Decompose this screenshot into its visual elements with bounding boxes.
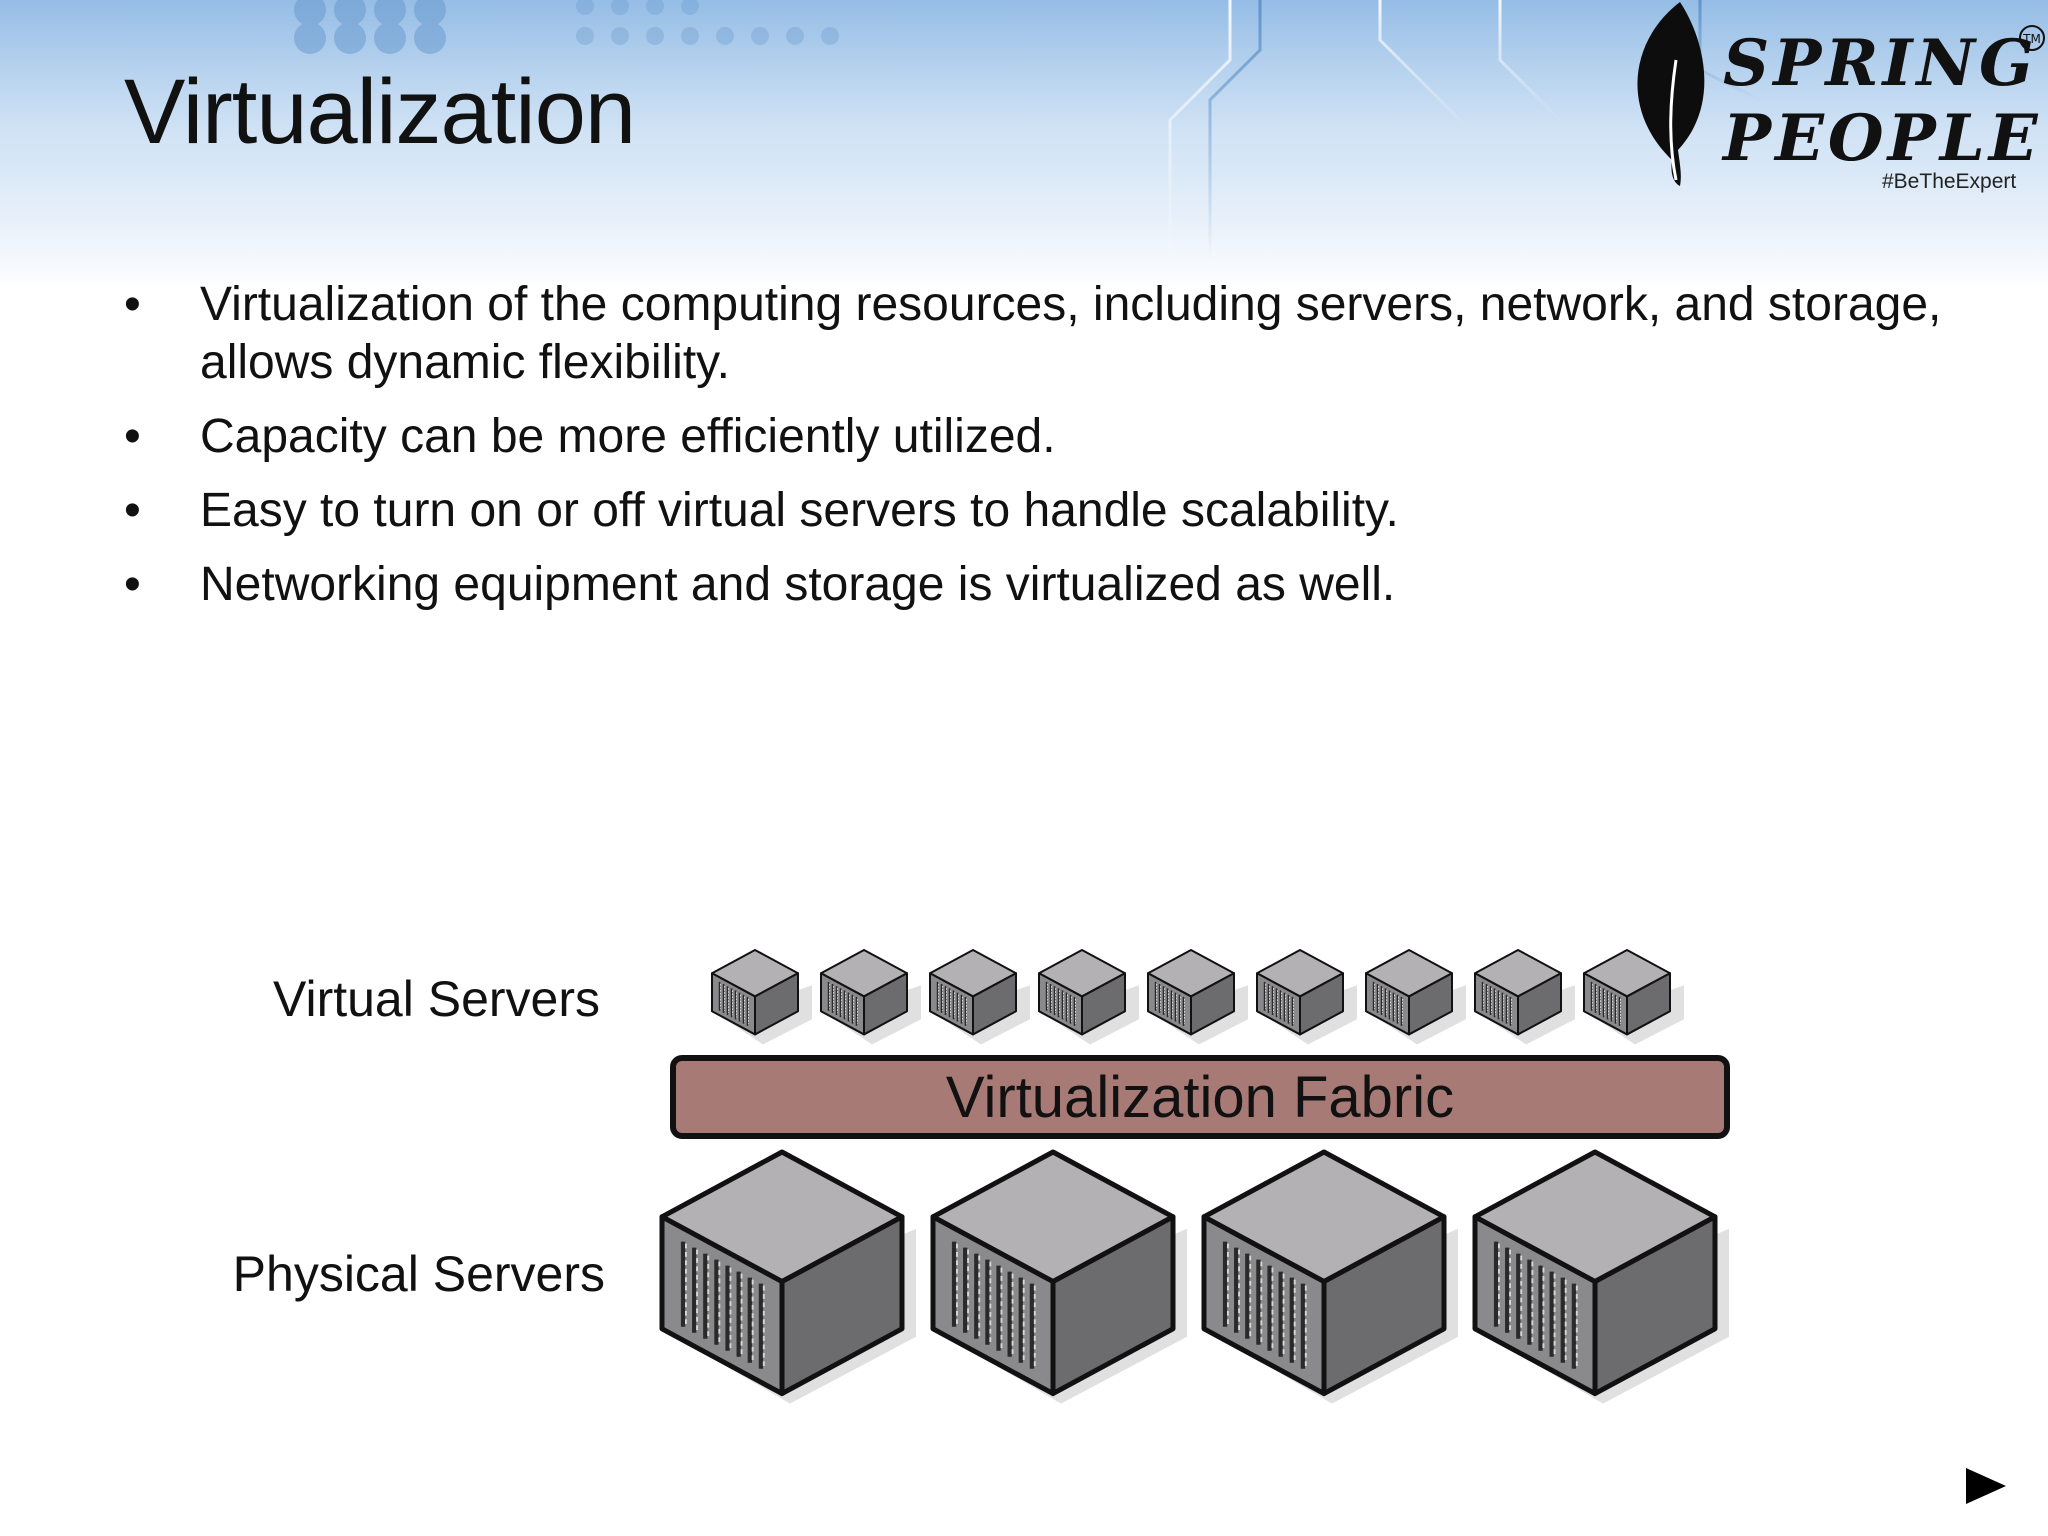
- bullet-dot: •: [124, 484, 141, 537]
- spring-people-logo: SPRING PEOPLE TM #BeTheExpert: [1610, 0, 2048, 200]
- physical-server-icon: [1472, 1149, 1729, 1404]
- bullet-item: • Capacity can be more efficiently utili…: [124, 408, 1944, 466]
- physical-servers-row: [659, 1149, 1729, 1404]
- bullet-text: Easy to turn on or off virtual servers t…: [200, 484, 1399, 537]
- bullet-text: Capacity can be more efficiently utilize…: [200, 410, 1056, 463]
- bullet-dot: •: [124, 410, 141, 463]
- bullet-text: Networking equipment and storage is virt…: [200, 558, 1396, 611]
- svg-text:SPRING: SPRING: [1723, 26, 2038, 101]
- virtualization-fabric-bar: Virtualization Fabric: [670, 1055, 1730, 1139]
- svg-text:TM: TM: [2022, 32, 2041, 46]
- header-circuit-background: [0, 0, 2048, 290]
- bullet-dot: •: [124, 278, 141, 331]
- virtual-servers-label: Virtual Servers: [273, 971, 600, 1027]
- logo-hashtag: #BeTheExpert: [1882, 170, 2017, 193]
- svg-text:PEOPLE: PEOPLE: [1721, 101, 2042, 176]
- virtual-server-icon: [1583, 949, 1684, 1045]
- bullet-text: Virtualization of the computing resource…: [200, 278, 1942, 389]
- virtual-server-icon: [1256, 949, 1357, 1045]
- virtual-servers-row: [711, 949, 1684, 1045]
- virtual-server-icon: [1038, 949, 1139, 1045]
- virtualization-fabric-label: Virtualization Fabric: [945, 1064, 1455, 1130]
- bullet-item: • Networking equipment and storage is vi…: [124, 556, 1944, 614]
- virtual-server-icon: [820, 949, 921, 1045]
- play-next-icon[interactable]: [1964, 1466, 2008, 1506]
- bullet-dot: •: [124, 558, 141, 611]
- slide-title: Virtualization: [124, 61, 636, 163]
- virtual-server-icon: [711, 949, 812, 1045]
- physical-server-icon: [930, 1149, 1187, 1404]
- bullet-item: • Easy to turn on or off virtual servers…: [124, 482, 1944, 540]
- leaf-icon: SPRING PEOPLE TM: [1637, 2, 2045, 186]
- virtualization-diagram: Virtual Servers Physical Servers Virtual…: [0, 920, 2048, 1420]
- virtual-server-icon: [1147, 949, 1248, 1045]
- physical-servers-label: Physical Servers: [232, 1246, 605, 1302]
- bullet-list: • Virtualization of the computing resour…: [124, 276, 1944, 630]
- virtual-server-icon: [1474, 949, 1575, 1045]
- virtual-server-icon: [1365, 949, 1466, 1045]
- virtual-server-icon: [929, 949, 1030, 1045]
- physical-server-icon: [1201, 1149, 1458, 1404]
- bullet-item: • Virtualization of the computing resour…: [124, 276, 1944, 392]
- physical-server-icon: [659, 1149, 916, 1404]
